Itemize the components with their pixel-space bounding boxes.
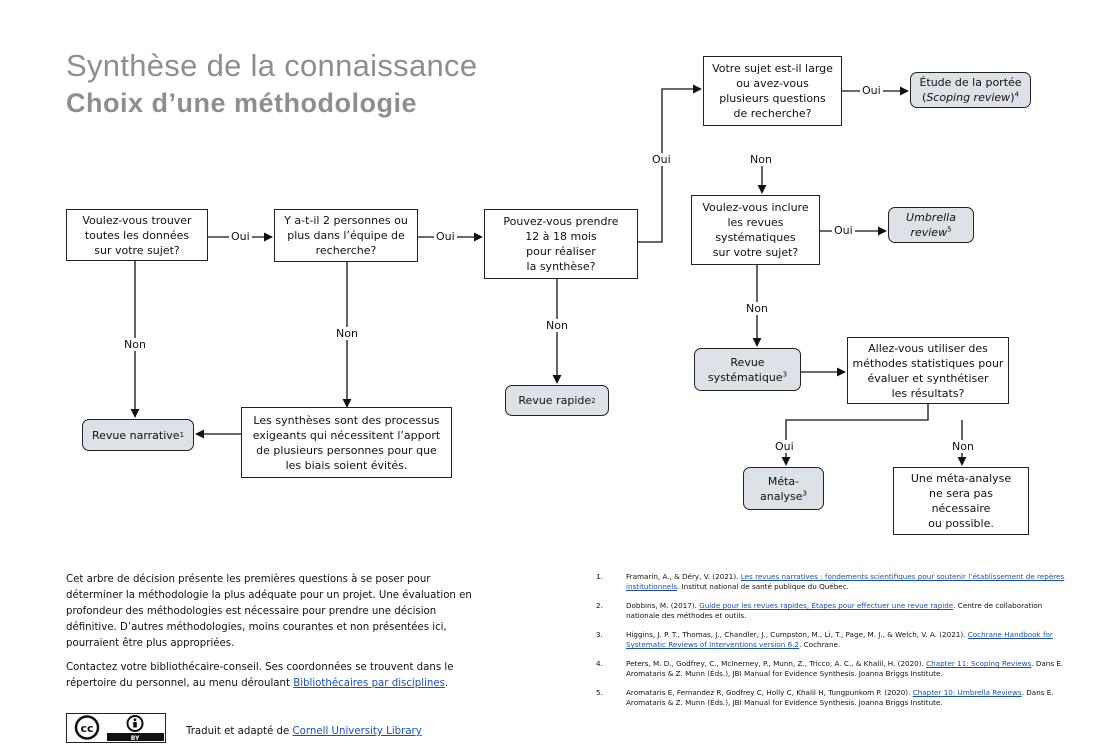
label-non-2: Non [334, 327, 360, 340]
reference-link[interactable]: Les revues narratives : fondements scien… [626, 572, 1065, 591]
reference-text: Peters, M. D., Godfrey, C., McInerney, P… [626, 659, 1076, 679]
label-oui-1: Oui [229, 230, 252, 243]
reference-authors: Framarin, A., & Déry, V. (2021). [626, 572, 741, 581]
result-umbrella-line2: review [910, 226, 948, 239]
references-list: 1. Framarin, A., & Déry, V. (2021). Les … [596, 572, 1076, 717]
node-q-temps: Pouvez-vous prendre 12 à 18 mois pour ré… [484, 209, 638, 279]
reference-link[interactable]: Chapter 11: Scoping Reviews [926, 659, 1032, 668]
result-scoping-line2: Scoping review [926, 91, 1011, 104]
credit-text: Traduit et adapté de [186, 726, 293, 737]
reference-authors: Dobbins, M. (2017). [626, 601, 700, 610]
reference-authors: Higgins, J. P. T., Thomas, J., Chandler,… [626, 630, 968, 639]
result-meta-analyse: Méta- analyse3 [743, 467, 824, 510]
result-umbrella-line2-wrap: review5 [906, 225, 956, 240]
reference-authors: Peters, M. D., Godfrey, C., McInerney, P… [626, 659, 927, 668]
cc-by-logo: cc BY [67, 714, 164, 742]
reference-source: . Dans E. Aromataris & Z. Munn (Éds.), J… [626, 659, 1064, 678]
title-line1: Synthèse de la connaissance [66, 48, 478, 83]
reference-number: 4. [596, 659, 603, 668]
reference-number: 2. [596, 601, 603, 610]
label-non-3: Non [544, 319, 570, 332]
title-line2: Choix d’une méthodologie [66, 88, 417, 118]
reference-number: 1. [596, 572, 603, 581]
result-meta-line2: analyse [760, 489, 803, 503]
label-oui-5: Oui [832, 224, 855, 237]
reference-number: 3. [596, 630, 603, 639]
node-q-large: Votre sujet est-il large ou avez-vous pl… [703, 56, 842, 126]
reference-item: 4. Peters, M. D., Godfrey, C., McInerney… [596, 659, 1076, 679]
result-systematique-line2-wrap: systématique3 [708, 370, 787, 385]
cc-by-license-badge[interactable]: cc BY [66, 713, 166, 743]
cc-icon: cc [80, 722, 93, 735]
reference-link[interactable]: Guide pour les revues rapides, Étapes po… [699, 601, 954, 610]
reference-item: 3. Higgins, J. P. T., Thomas, J., Chandl… [596, 630, 1076, 650]
reference-item: 1. Framarin, A., & Déry, V. (2021). Les … [596, 572, 1076, 592]
intro-paragraph-2: Contactez votre bibliothécaire-conseil. … [66, 660, 486, 692]
result-meta-line1: Méta- [767, 474, 800, 488]
label-oui-2: Oui [434, 230, 457, 243]
reference-item: 2. Dobbins, M. (2017). Guide pour les re… [596, 601, 1076, 621]
label-non-4: Non [748, 153, 774, 166]
result-scoping-review: Étude de la portée (Scoping review)4 [910, 72, 1031, 108]
reference-source: . Dans E. Aromataris & Z. Munn (Éds.), J… [626, 688, 1054, 707]
intro-contact-end: . [444, 678, 449, 689]
result-scoping-ref: 4 [1014, 90, 1019, 99]
result-revue-systematique: Revue systématique3 [694, 348, 801, 391]
reference-text: Higgins, J. P. T., Thomas, J., Chandler,… [626, 630, 1076, 650]
result-revue-narrative-text: Revue narrative [91, 428, 180, 442]
result-scoping-line2-wrap: (Scoping review)4 [922, 90, 1019, 104]
reference-text: Aromataris E, Fernandez R, Godfrey C, Ho… [626, 688, 1076, 708]
reference-authors: Aromataris E, Fernandez R, Godfrey C, Ho… [626, 688, 913, 697]
by-label: BY [131, 735, 140, 741]
label-non-1: Non [122, 338, 148, 351]
label-oui-4: Oui [860, 84, 883, 97]
node-synth-note: Les synthèses sont des processus exigean… [241, 407, 452, 478]
result-systematique-ref: 3 [782, 369, 788, 378]
result-scoping-line1: Étude de la portée [919, 76, 1022, 89]
intro-paragraph-1: Cet arbre de décision présente les premi… [66, 574, 472, 649]
reference-link[interactable]: Cochrane Handbook for Systematic Reviews… [626, 630, 1053, 649]
link-bibliothecaires[interactable]: Bibliothécaires par disciplines [293, 678, 445, 689]
label-non-5: Non [744, 302, 770, 315]
result-systematique-line1: Revue [730, 355, 765, 369]
result-umbrella-review: Umbrella review5 [888, 207, 974, 243]
result-revue-rapide-text: Revue rapide [518, 394, 592, 407]
label-oui-6: Oui [773, 440, 796, 453]
node-q-revues: Voulez-vous inclure les revues systémati… [691, 195, 820, 265]
label-oui-3: Oui [650, 153, 673, 166]
reference-link[interactable]: Chapter 10: Umbrella Reviews [912, 688, 1022, 697]
reference-text: Framarin, A., & Déry, V. (2021). Les rev… [626, 572, 1076, 592]
result-umbrella-line1: Umbrella [906, 211, 956, 224]
credit-line: Traduit et adapté de Cornell University … [186, 726, 422, 737]
result-systematique-line2: systématique [707, 370, 783, 384]
node-q-equipe: Y a-t-il 2 personnes ou plus dans l’équi… [274, 209, 418, 262]
reference-source: . Centre de collaboration nationale des … [626, 601, 1043, 620]
result-meta-ref: 3 [802, 488, 807, 497]
result-meta-line2-wrap: analyse3 [760, 489, 807, 504]
label-non-6: Non [950, 440, 976, 453]
node-meta-non: Une méta-analyse ne sera pas nécessaire … [893, 467, 1029, 535]
reference-number: 5. [596, 688, 603, 697]
result-umbrella-ref: 5 [947, 225, 952, 234]
intro-text: Cet arbre de décision présente les premi… [66, 572, 486, 700]
reference-item: 5. Aromataris E, Fernandez R, Godfrey C,… [596, 688, 1076, 708]
node-q-stats: Allez-vous utiliser des méthodes statist… [847, 337, 1009, 404]
reference-source: . Institut national de santé publique du… [676, 582, 849, 591]
intro-contact-text: Contactez votre bibliothécaire-conseil. … [66, 662, 454, 689]
reference-text: Dobbins, M. (2017). Guide pour les revue… [626, 601, 1076, 621]
reference-source: . Cochrane. [799, 640, 841, 649]
link-cornell[interactable]: Cornell University Library [292, 726, 422, 737]
node-q-donnees: Voulez-vous trouver toutes les données s… [66, 209, 208, 261]
